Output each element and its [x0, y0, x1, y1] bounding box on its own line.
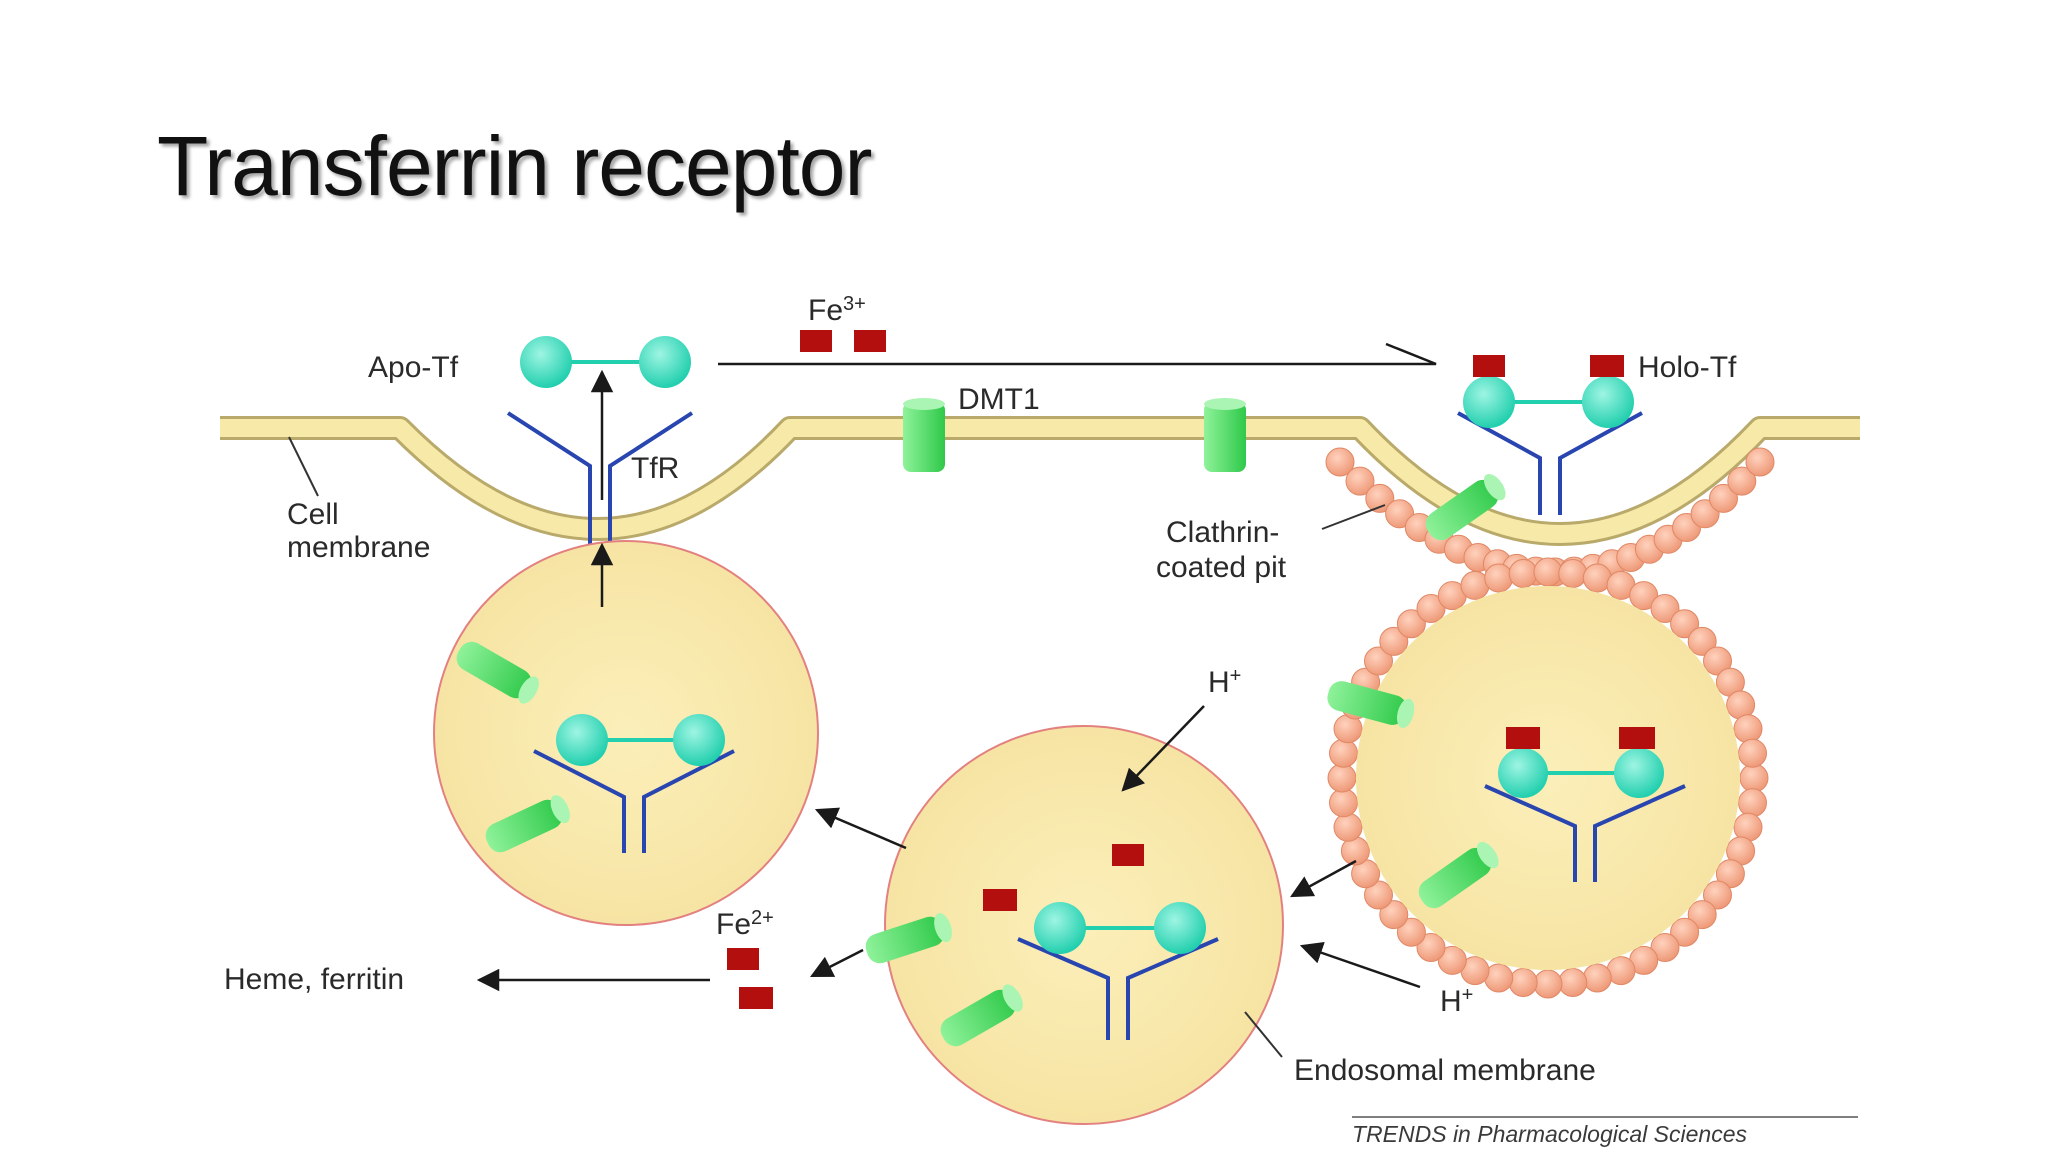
clathrin-coat	[1325, 447, 1775, 587]
iron-ion-endosome	[1112, 844, 1144, 866]
iron-fe3-ion	[800, 330, 832, 352]
label-clathrin-line2: coated pit	[1156, 551, 1287, 584]
clathrin-bead	[1416, 933, 1446, 962]
holo-transferrin-top	[1463, 376, 1634, 428]
clathrin-bead	[1396, 609, 1426, 639]
clathrin-bead	[1345, 466, 1375, 496]
holo-transferrin-vesicle	[1498, 748, 1664, 798]
clathrin-bead	[1437, 945, 1467, 975]
clathrin-bead	[1327, 763, 1357, 793]
label-fe2: Fe2+	[716, 907, 774, 941]
label-heme-ferritin: Heme, ferritin	[224, 963, 404, 996]
arrow-endosome-to-recycling	[814, 807, 907, 850]
iron-fe3-ion	[1473, 355, 1505, 377]
label-tfr: TfR	[631, 452, 679, 485]
leader-cell-membrane	[288, 436, 319, 497]
clathrin-bead	[1364, 646, 1393, 676]
clathrin-bead	[1739, 763, 1769, 793]
clathrin-bead	[1687, 900, 1717, 930]
coated-vesicle-body	[1356, 586, 1740, 970]
arrow-fe2-release	[809, 948, 864, 978]
iron-fe3-ion	[1506, 727, 1540, 749]
label-fe3: Fe3+	[808, 293, 866, 327]
source-credit: TRENDS in Pharmacological Sciences	[1352, 1121, 1747, 1147]
clathrin-bead	[1709, 483, 1738, 513]
clathrin-bead	[1703, 880, 1732, 910]
clathrin-bead	[1745, 447, 1775, 477]
apo-transferrin-endosome	[1034, 902, 1206, 954]
clathrin-bead	[1650, 594, 1680, 623]
clathrin-bead	[1364, 880, 1393, 910]
cell-membrane	[220, 416, 1860, 546]
dmt1-transporter-1	[903, 398, 945, 472]
clathrin-bead	[1703, 646, 1732, 676]
clathrin-bead	[1396, 917, 1426, 947]
clathrin-bead	[1629, 581, 1659, 611]
clathrin-bead	[1738, 738, 1767, 768]
clathrin-bead	[1533, 969, 1563, 999]
clathrin-bead	[1379, 900, 1409, 930]
clathrin-bead	[1508, 559, 1538, 588]
clathrin-bead	[1687, 626, 1717, 656]
clathrin-bead	[1333, 812, 1363, 842]
label-apo-tf: Apo-Tf	[368, 351, 459, 384]
clathrin-bead	[1329, 738, 1358, 768]
clathrin-bead	[1416, 594, 1446, 623]
iron-fe3-ion	[1619, 727, 1655, 749]
clathrin-bead	[1582, 963, 1612, 993]
label-cell-membrane-line2: membrane	[287, 531, 430, 564]
leader-endosomal-membrane	[1244, 1011, 1283, 1058]
label-h-plus-bottom: H+	[1440, 984, 1473, 1018]
label-endosomal-membrane: Endosomal membrane	[1294, 1054, 1596, 1087]
clathrin-bead	[1650, 933, 1680, 962]
clathrin-bead	[1484, 563, 1514, 593]
iron-fe3-ion	[1590, 355, 1624, 377]
leader-clathrin	[1321, 504, 1386, 530]
clathrin-bead	[1670, 917, 1700, 947]
iron-fe2-ion	[739, 987, 773, 1009]
iron-fe3-ion	[854, 330, 886, 352]
transferrin-receptor-vesicle-left	[533, 749, 735, 853]
iron-fe2-ion	[727, 948, 759, 970]
clathrin-bead	[1727, 466, 1757, 496]
arrow-h-plus-bottom	[1299, 942, 1421, 989]
clathrin-bead	[1558, 559, 1588, 588]
clathrin-bead	[1325, 447, 1355, 477]
arrow-vesicle-to-endosome	[1290, 859, 1357, 898]
label-clathrin-line1: Clathrin-	[1166, 516, 1279, 549]
label-holo-tf: Holo-Tf	[1638, 351, 1737, 384]
clathrin-bead	[1715, 859, 1745, 889]
arrow-h-plus-top	[1121, 705, 1205, 792]
clathrin-bead	[1508, 968, 1538, 997]
clathrin-coated-vesicle	[1327, 557, 1769, 999]
arrow-iron-loading	[718, 342, 1437, 366]
clathrin-bead	[1738, 788, 1767, 818]
clathrin-bead	[1379, 626, 1409, 656]
recycling-vesicle	[433, 540, 819, 926]
transferrin-receptor-top-left	[506, 411, 694, 548]
dmt1-transporter-2	[1204, 398, 1246, 472]
clathrin-bead	[1670, 609, 1700, 639]
label-h-plus-top: H+	[1208, 665, 1241, 699]
slide-title: Transferrin receptor	[157, 119, 872, 213]
clathrin-bead	[1329, 788, 1358, 818]
apo-transferrin-vesicle	[556, 714, 725, 766]
clathrin-bead	[1365, 483, 1395, 513]
iron-ion-endosome	[983, 889, 1017, 911]
transferrin-receptor-top-right	[1457, 411, 1643, 515]
label-cell-membrane-line1: Cell	[287, 498, 339, 531]
apo-transferrin-top	[520, 336, 691, 388]
label-dmt1: DMT1	[958, 383, 1040, 416]
clathrin-bead	[1533, 557, 1563, 587]
clathrin-bead	[1558, 968, 1588, 997]
clathrin-bead	[1733, 714, 1763, 744]
transferrin-receptor-vesicle-right	[1484, 784, 1686, 882]
